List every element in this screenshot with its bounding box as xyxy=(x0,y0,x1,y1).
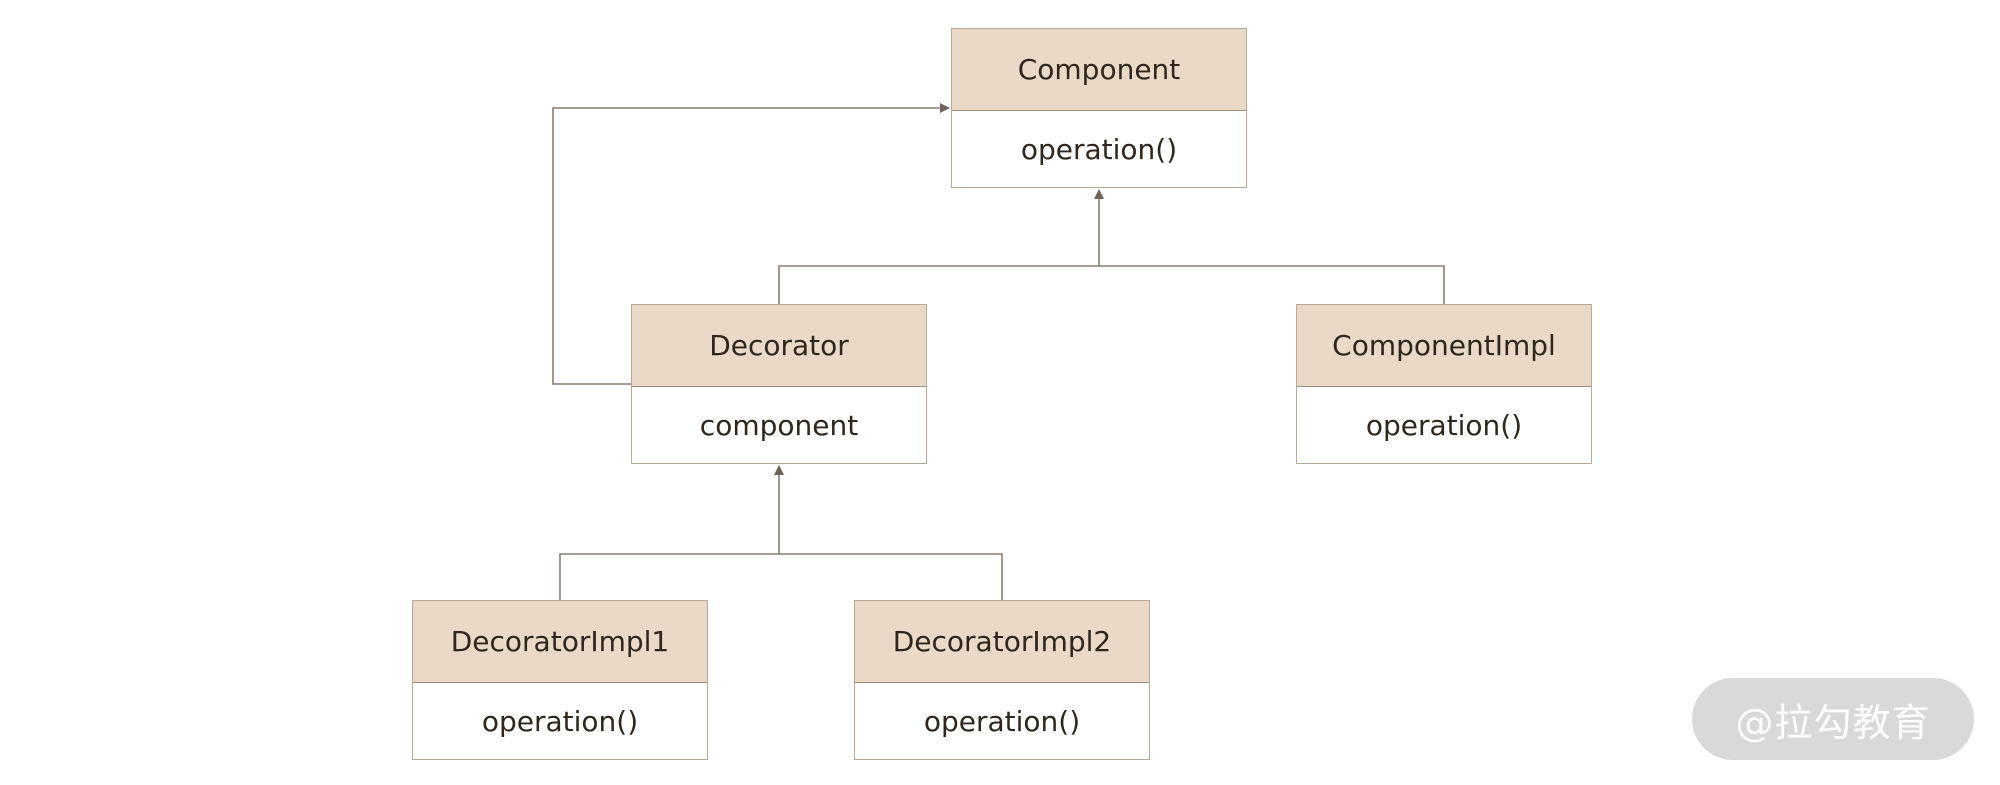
inheritance-line-decoratorimpl1 xyxy=(559,553,779,600)
class-name: Decorator xyxy=(632,305,926,387)
class-member: operation() xyxy=(481,704,639,738)
association-line-decorator-component xyxy=(552,103,950,385)
inheritance-line-componentimpl xyxy=(1099,265,1445,304)
inheritance-line-decorator xyxy=(778,265,1099,304)
class-box-component: Component operation() xyxy=(951,28,1247,188)
class-member: component xyxy=(699,408,859,442)
inheritance-line-decoratorimpl2 xyxy=(779,553,1003,600)
class-box-decoratorimpl2: DecoratorImpl2 operation() xyxy=(854,600,1150,760)
class-box-decorator: Decorator component xyxy=(631,304,927,464)
class-name: Component xyxy=(952,29,1246,111)
class-box-decoratorimpl1: DecoratorImpl1 operation() xyxy=(412,600,708,760)
watermark-badge: @拉勾教育 xyxy=(1692,678,1974,760)
class-member: operation() xyxy=(1365,408,1523,442)
watermark-text: @拉勾教育 xyxy=(1735,700,1931,745)
class-name: DecoratorImpl2 xyxy=(855,601,1149,683)
class-name: ComponentImpl xyxy=(1297,305,1591,387)
class-name: DecoratorImpl1 xyxy=(413,601,707,683)
class-member: operation() xyxy=(923,704,1081,738)
class-box-componentimpl: ComponentImpl operation() xyxy=(1296,304,1592,464)
class-member: operation() xyxy=(1020,132,1178,166)
